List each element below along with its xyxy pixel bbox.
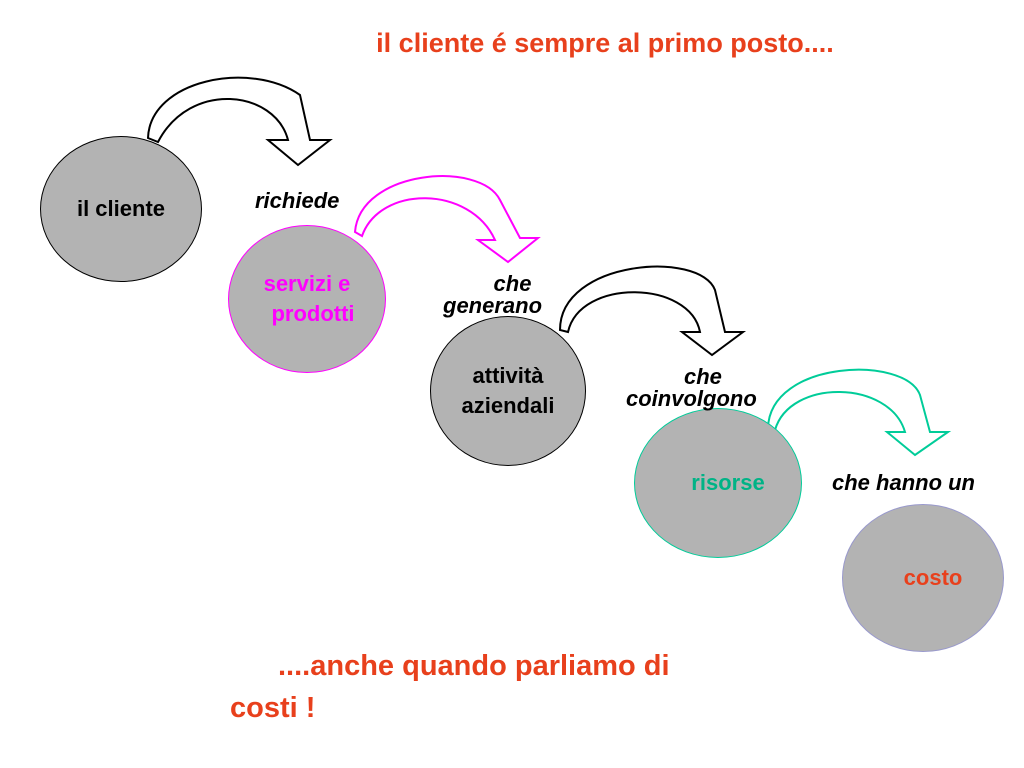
- connector-coinvolgono-line2: coinvolgono: [626, 386, 757, 411]
- connector-coinvolgono: che coinvolgono: [626, 366, 757, 410]
- node-risorse-label: risorse: [691, 470, 765, 495]
- page-title: il cliente é sempre al primo posto....: [376, 28, 834, 58]
- node-il-cliente: il cliente: [40, 136, 202, 282]
- footer-line2: costi !: [230, 692, 316, 724]
- connector-richiede: richiede: [255, 188, 340, 213]
- connector-che-hanno-un: che hanno un: [832, 470, 975, 495]
- node-il-cliente-label: il cliente: [76, 196, 166, 221]
- curved-arrow-3: [558, 265, 747, 357]
- connector-generano: che generano: [443, 273, 542, 317]
- node-servizi-line2: prodotti: [271, 301, 355, 326]
- connector-generano-line1: che: [493, 271, 532, 296]
- node-attivita-line2: aziendali: [461, 393, 555, 418]
- node-risorse: risorse: [634, 408, 802, 558]
- node-costo: costo: [842, 504, 1004, 652]
- node-servizi-line1: servizi e: [263, 271, 351, 296]
- node-attivita-line1: attività: [472, 363, 544, 388]
- node-costo-label: costo: [903, 565, 963, 590]
- connector-generano-line2: generano: [443, 293, 543, 318]
- footer-line1: ....anche quando parliamo di: [278, 650, 670, 682]
- curved-arrow-4: [766, 368, 952, 457]
- curved-arrow-2: [353, 175, 541, 264]
- connector-coinvolgono-line1: che: [684, 364, 722, 389]
- curved-arrow-1: [146, 76, 333, 167]
- node-servizi-prodotti: servizi e prodotti: [228, 225, 386, 373]
- node-attivita-aziendali: attività aziendali: [430, 316, 586, 466]
